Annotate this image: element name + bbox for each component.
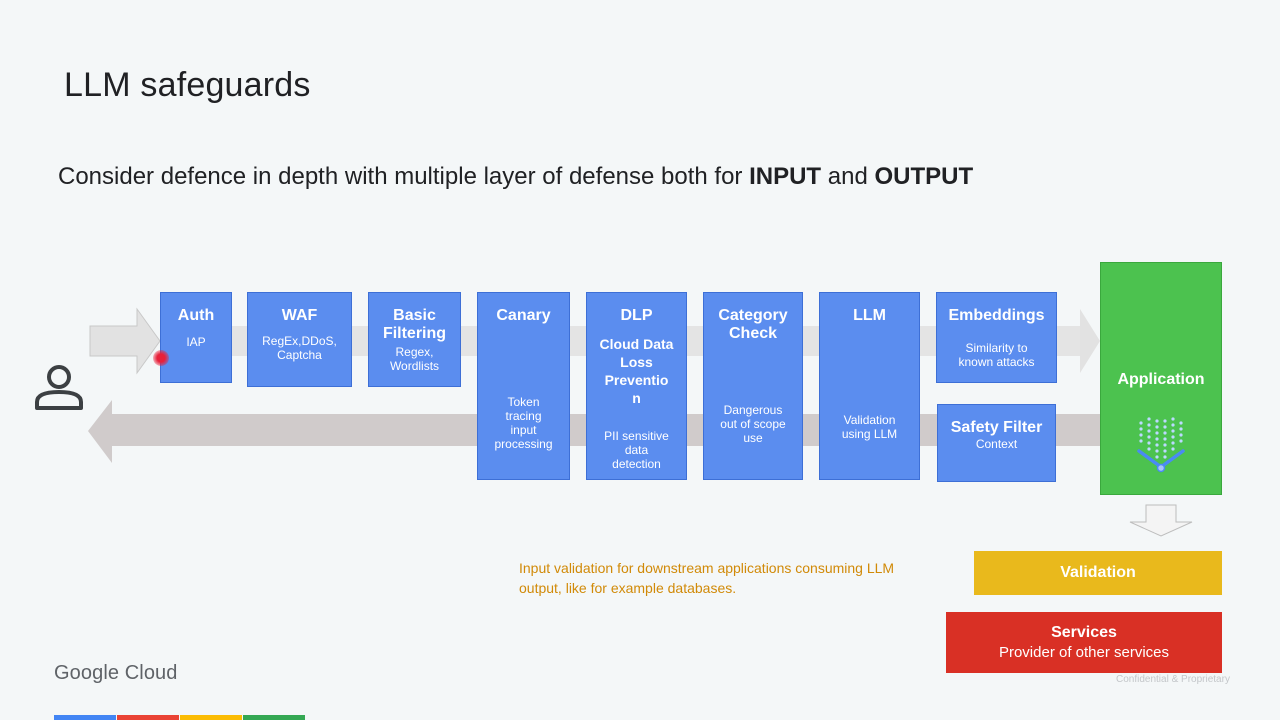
down-arrow <box>1129 504 1193 537</box>
dlp-sub: PII sensitive data detection <box>604 429 669 471</box>
slide-subtitle: Consider defence in depth with multiple … <box>58 163 973 191</box>
subtitle-and: and <box>821 163 875 190</box>
llm-layer: LLM Validation using LLM <box>819 292 920 480</box>
auth-layer: Auth IAP <box>160 292 232 383</box>
category-check-layer: Category Check Dangerous out of scope us… <box>703 292 803 480</box>
canary-layer: Canary Token tracing input processing <box>477 292 570 480</box>
vertex-ai-icon <box>1137 417 1185 473</box>
basic-filtering-sub: Regex, Wordlists <box>389 345 440 373</box>
services-sub: Provider of other services <box>998 644 1170 661</box>
safety-filter-layer: Safety Filter Context <box>937 404 1056 482</box>
subtitle-output: OUTPUT <box>874 163 974 190</box>
downstream-note: Input validation for downstream applicat… <box>519 560 895 596</box>
brand-bar-blue <box>54 715 116 720</box>
basic-filtering-layer: Basic Filtering Regex, Wordlists <box>368 292 461 387</box>
input-arrow-head <box>1080 309 1100 373</box>
application-block: Application <box>1100 262 1222 495</box>
brand-bar-yellow <box>180 715 242 720</box>
confidential-label: Confidential & Proprietary <box>1116 674 1230 685</box>
dlp-layer: DLP Cloud Data Loss Preventio n PII sens… <box>586 292 687 480</box>
canary-sub: Token tracing input processing <box>494 395 553 451</box>
auth-title: Auth <box>177 307 215 324</box>
waf-title: WAF <box>281 307 318 324</box>
user-icon <box>35 365 83 410</box>
dlp-subtitle: Cloud Data Loss Preventio n <box>599 336 674 406</box>
validation-block: Validation <box>974 551 1222 595</box>
llm-title: LLM <box>853 307 886 324</box>
waf-layer: WAF RegEx,DDoS, Captcha <box>247 292 352 387</box>
google-cloud-logo: Google Cloud <box>54 662 178 684</box>
input-arrow <box>89 307 161 375</box>
category-check-sub: Dangerous out of scope use <box>720 403 786 445</box>
embeddings-title: Embeddings <box>948 307 1045 324</box>
category-check-title: Category Check <box>718 307 788 342</box>
subtitle-input: INPUT <box>749 163 822 190</box>
brand-bar-green <box>243 715 305 720</box>
auth-sub: IAP <box>186 335 206 349</box>
embeddings-sub: Similarity to known attacks <box>958 341 1035 369</box>
application-label: Application <box>1117 371 1205 388</box>
canary-title: Canary <box>496 307 551 324</box>
output-arrow-head <box>88 400 112 463</box>
services-title: Services <box>1051 624 1117 641</box>
waf-sub: RegEx,DDoS, Captcha <box>262 334 337 362</box>
slide-title: LLM safeguards <box>64 66 311 104</box>
basic-filtering-title: Basic Filtering <box>382 307 447 342</box>
brand-bar-red <box>117 715 179 720</box>
subtitle-prefix: Consider defence in depth with multiple … <box>58 163 750 190</box>
safety-filter-title: Safety Filter <box>950 419 1043 436</box>
cursor-dot <box>153 350 169 366</box>
embeddings-layer: Embeddings Similarity to known attacks <box>936 292 1057 383</box>
services-block: Services Provider of other services <box>946 612 1222 673</box>
dlp-title: DLP <box>620 307 653 324</box>
safety-filter-sub: Context <box>975 437 1018 451</box>
llm-sub: Validation using LLM <box>841 413 898 441</box>
